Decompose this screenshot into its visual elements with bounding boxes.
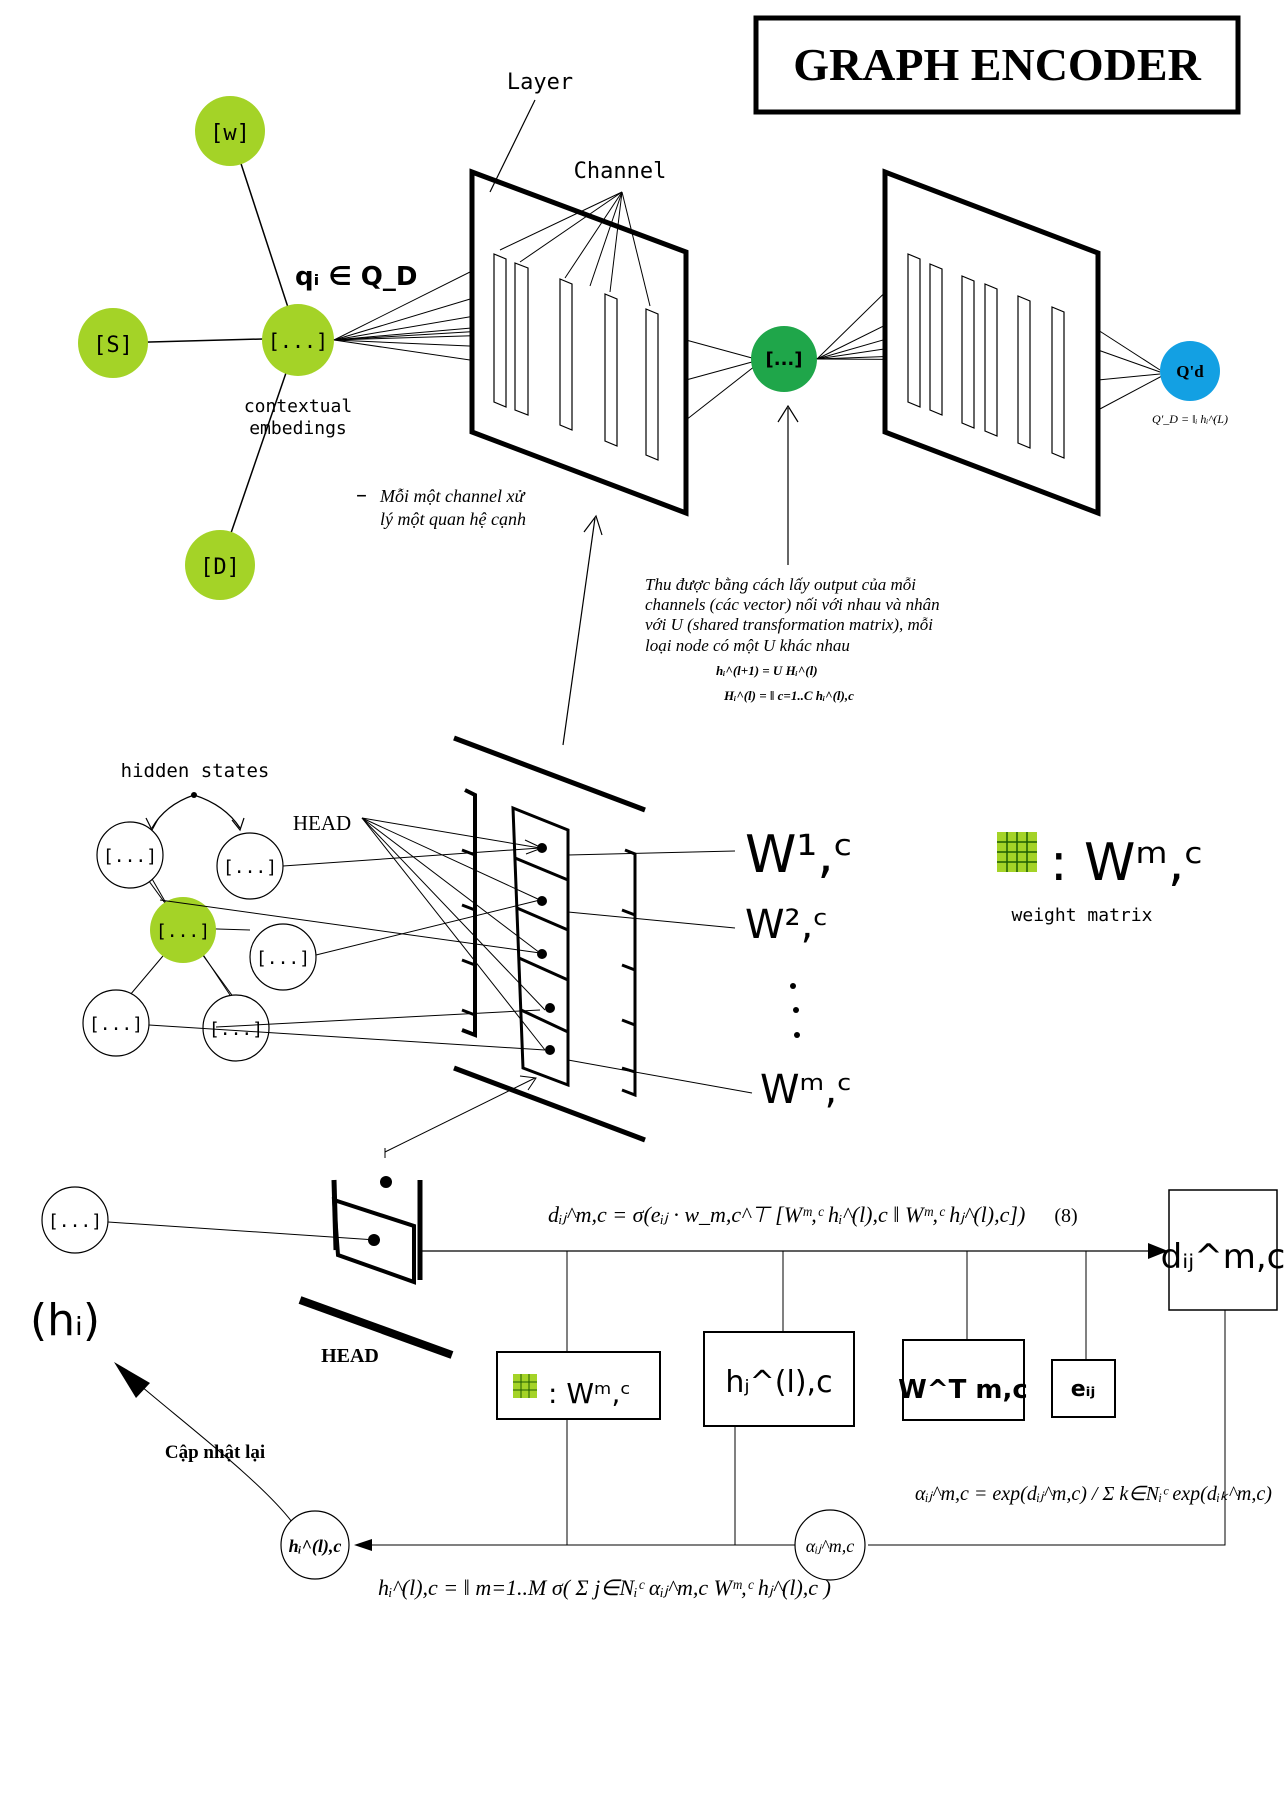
- svg-text:[...]: [...]: [209, 1019, 263, 1040]
- contextual-label: contextual: [244, 396, 352, 417]
- svg-text:Q'd: Q'd: [1176, 362, 1204, 381]
- channel-pointers: [499, 191, 651, 307]
- svg-text:αᵢⱼ^m,c: αᵢⱼ^m,c: [806, 1536, 855, 1556]
- d-box: dᵢⱼ^m,c: [1161, 1189, 1285, 1311]
- update-label: Cập nhật lại: [165, 1442, 265, 1463]
- description: Thu được bằng cách lấy output của mỗi ch…: [645, 575, 940, 703]
- svg-text:hᵢ^(l+1) = U Hᵢ^(l): hᵢ^(l+1) = U Hᵢ^(l): [716, 663, 818, 678]
- output-node: Q'd: [1160, 341, 1220, 401]
- svg-text:[...]: [...]: [256, 948, 310, 969]
- node-w: [w]: [195, 96, 265, 166]
- middle-node: [...]: [751, 326, 817, 392]
- svg-text:Hᵢ^(l) = ‖ c=1..C hᵢ^(l),c: Hᵢ^(l) = ‖ c=1..C hᵢ^(l),c: [723, 688, 854, 703]
- wm-label: Wᵐ,ᶜ: [760, 1067, 852, 1113]
- svg-text:[D]: [D]: [200, 555, 240, 580]
- head-label-middle: HEAD: [293, 811, 351, 835]
- w2-label: W²,ᶜ: [745, 902, 828, 948]
- box-wt: W^T m,c: [898, 1339, 1028, 1421]
- note-line1: Mỗi một channel xử: [379, 486, 525, 506]
- box-connectors: [566, 1251, 1087, 1360]
- arrow-to-stack: [384, 1075, 537, 1158]
- arrow-to-layer: [562, 514, 603, 746]
- box-eij: eᵢⱼ: [1051, 1359, 1116, 1418]
- svg-text:[...]: [...]: [268, 329, 328, 353]
- node-center: [...]: [262, 304, 334, 376]
- layer-2: [882, 168, 1101, 517]
- bottom-head-dot: [368, 1234, 380, 1246]
- hidden-states-label: hidden states: [121, 760, 270, 782]
- svg-text:[w]: [w]: [210, 121, 250, 146]
- svg-text:[...]: [...]: [103, 846, 157, 867]
- layer-label: Layer: [507, 70, 573, 95]
- svg-text:[...]: [...]: [223, 857, 277, 878]
- head-label-bottom: HEAD: [321, 1345, 379, 1367]
- svg-text:với U (shared transformation m: với U (shared transformation matrix), mỗ…: [645, 615, 933, 634]
- svg-text:W^T m,c: W^T m,c: [898, 1375, 1028, 1405]
- lower-connectors: [127, 1310, 1226, 1546]
- channel-label: Channel: [574, 159, 667, 184]
- bottom-node: [...]: [41, 1186, 109, 1254]
- eq-d: dᵢⱼ^m,c = σ(eᵢⱼ · w_m,c^⊤ [Wᵐ,ᶜ hᵢ^(l),c…: [548, 1202, 1025, 1227]
- svg-text:[...]: [...]: [48, 1211, 102, 1232]
- svg-text:[...]: [...]: [89, 1014, 143, 1035]
- box-hj: hⱼ^(l),c: [703, 1331, 855, 1427]
- bottom-head: [298, 1179, 454, 1359]
- bottom-head-dot-top: [380, 1176, 392, 1188]
- hidden-node-5: [...]: [202, 994, 270, 1062]
- final-formula: hᵢ^(l),c = ‖ m=1..M σ( Σ j∈Nᵢᶜ αᵢⱼ^m,c W…: [378, 1575, 831, 1600]
- svg-text:hⱼ^(l),c: hⱼ^(l),c: [725, 1365, 832, 1400]
- head-pointers: [361, 817, 546, 1051]
- update-arrowhead: [114, 1362, 150, 1398]
- weight-lines: [567, 850, 753, 1094]
- legend-grid-icon: [997, 832, 1037, 872]
- alpha-formula: αᵢⱼ^m,c = exp(dᵢⱼ^m,c) / Σ k∈Nᵢᶜ exp(dᵢₖ…: [915, 1483, 1272, 1505]
- note-dash: –: [356, 483, 367, 508]
- node-d: [D]: [185, 530, 255, 600]
- svg-text:: Wᵐ,ᶜ: : Wᵐ,ᶜ: [548, 1377, 631, 1410]
- hidden-node-1: [...]: [96, 821, 164, 889]
- eq-number: (8): [1054, 1205, 1077, 1227]
- box-weight: : Wᵐ,ᶜ: [496, 1351, 661, 1420]
- bottom-node-line: [107, 1221, 377, 1241]
- svg-text:[...]: [...]: [156, 921, 210, 942]
- arrow-to-middle: [777, 404, 799, 565]
- note-line2: lý một quan hệ cạnh: [380, 509, 526, 529]
- svg-text:[S]: [S]: [93, 333, 133, 358]
- vertical-dots: [790, 983, 800, 1038]
- svg-text:channels (các vector) nối với: channels (các vector) nối với nhau và nh…: [645, 595, 940, 614]
- to-h-arrowhead: [354, 1539, 372, 1551]
- hidden-node-center: [...]: [150, 897, 216, 963]
- svg-text:[...]: [...]: [766, 349, 803, 370]
- svg-text:dᵢⱼ^m,c: dᵢⱼ^m,c: [1161, 1237, 1285, 1277]
- title: GRAPH ENCODER: [793, 39, 1201, 90]
- main-arrowhead: [1148, 1243, 1168, 1259]
- hidden-node-3: [...]: [249, 923, 317, 991]
- fan-out-layer1: [685, 339, 756, 421]
- head-stack: [453, 735, 646, 1143]
- embedings-label: embedings: [249, 418, 347, 439]
- layer-pointer: [489, 99, 536, 193]
- qi-label: qᵢ ∈ Q_D: [295, 262, 417, 292]
- svg-text:Thu được bằng cách lấy output: Thu được bằng cách lấy output của mỗi: [645, 575, 916, 594]
- hidden-node-2: [...]: [216, 832, 284, 900]
- w1-label: W¹,ᶜ: [745, 825, 853, 885]
- hidden-states-arrows: [145, 794, 245, 832]
- hi-label: (hᵢ): [30, 1295, 100, 1346]
- hidden-node-4: [...]: [82, 989, 150, 1057]
- svg-text:loại node có một U khác nhau: loại node có một U khác nhau: [645, 636, 850, 655]
- alpha-node: αᵢⱼ^m,c: [794, 1509, 866, 1581]
- node-s: [S]: [78, 308, 148, 378]
- fan-out-layer2: [1097, 329, 1163, 411]
- output-formula: Q′_D = ‖ᵢ hᵢ^(L): [1152, 412, 1228, 426]
- h-node: hᵢ^(l),c: [280, 1510, 350, 1580]
- legend-symbol: : Wᵐ,ᶜ: [1050, 833, 1204, 893]
- layer-1: [469, 168, 689, 517]
- legend-caption: weight matrix: [1012, 905, 1153, 926]
- head-dots: [537, 843, 555, 1055]
- title-box: GRAPH ENCODER: [753, 15, 1241, 115]
- svg-text:eᵢⱼ: eᵢⱼ: [1071, 1377, 1096, 1402]
- svg-text:hᵢ^(l),c: hᵢ^(l),c: [289, 1536, 342, 1557]
